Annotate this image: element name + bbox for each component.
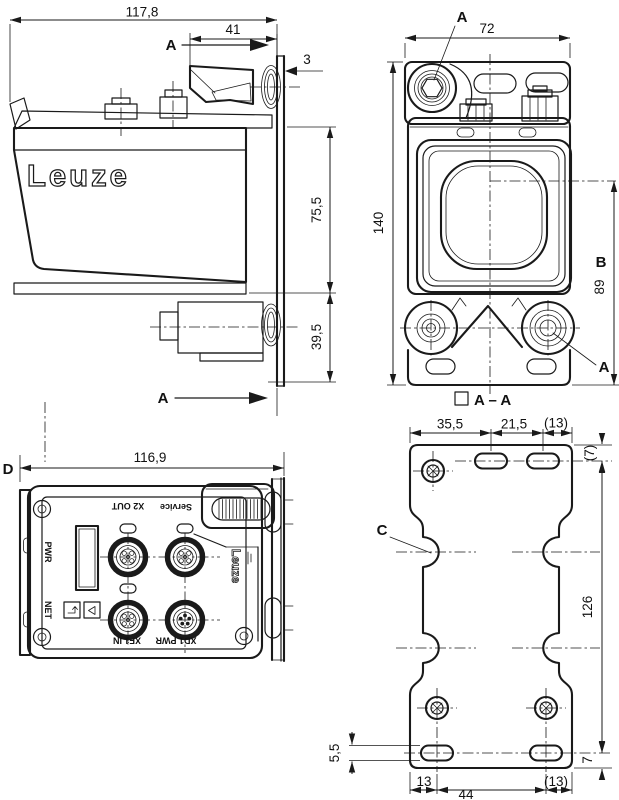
dim-upper-height: 75,5	[249, 126, 336, 294]
label-service: Service	[160, 502, 192, 512]
plate-screw-bottom-right	[526, 688, 566, 772]
dim-label: 89	[592, 279, 607, 294]
label-x2-out: X2 OUT	[111, 501, 144, 511]
dim-width-72: 72	[404, 21, 571, 58]
plate-screw-bottom-left	[417, 688, 457, 772]
dim-label: 13	[416, 774, 431, 789]
brand-logo: Leuze	[27, 158, 130, 193]
dim-total-depth: 117,8	[9, 5, 278, 102]
dim-label: 41	[225, 22, 240, 37]
left-flange	[18, 488, 32, 657]
square-symbol-icon	[454, 391, 469, 406]
dim-label: 5,5	[327, 744, 342, 763]
mounting-plate-edge	[275, 54, 286, 388]
front-body	[406, 116, 573, 296]
enter-arrow-icon	[67, 606, 78, 614]
knurled-grip	[200, 482, 276, 530]
dim-label: (13)	[544, 774, 568, 789]
dim-label: 117,8	[126, 5, 159, 20]
section-arrow-top: A	[166, 34, 278, 60]
knurl-ribs	[218, 499, 262, 519]
dim-label: 7	[580, 756, 595, 764]
ref-label-a: A	[457, 9, 468, 26]
dim-hole-spacing: 126	[580, 461, 606, 753]
dim-label: 140	[371, 212, 386, 235]
dim-lower-height: 39,5	[268, 293, 336, 383]
dim-label: 126	[580, 596, 595, 619]
mounting-plate-view: C 35,5 21,5 (13) (7) 126	[327, 416, 612, 800]
section-arrow-bottom: A	[158, 388, 278, 416]
panel-oval-2	[176, 523, 194, 534]
triangle-left-icon	[88, 606, 96, 615]
front-view: A 72 140	[371, 9, 619, 409]
spring-clamp-2	[264, 597, 282, 639]
dim-axis-89: 89	[572, 181, 619, 386]
panel-oval-1	[119, 523, 137, 534]
side-view: 117,8 41 A 3 Leuze	[9, 5, 336, 416]
label-xf1-in: XF1 IN	[113, 636, 141, 646]
ref-label-d: D	[3, 461, 14, 478]
dim-head-depth: 41	[189, 22, 277, 74]
hex-screw-icon	[421, 78, 443, 98]
label-xd1-pwr: XD1 PWR	[155, 636, 197, 646]
plate-screw-top	[413, 451, 453, 491]
dim-width-1169: 116,9	[19, 450, 285, 482]
select-button	[83, 601, 101, 619]
head-housing-edges	[193, 533, 259, 642]
dim-plate-thickness: 3	[285, 52, 323, 76]
housing-outline	[9, 97, 273, 295]
bracket-v-notch	[450, 297, 527, 349]
ref-label-c: C	[377, 522, 388, 539]
clamp-plate	[264, 476, 294, 663]
corner-screw-1	[32, 499, 52, 519]
rear-body	[18, 484, 264, 660]
dim-top-chain: 35,5 21,5 (13)	[409, 416, 573, 451]
angled-head-connector	[188, 64, 255, 106]
display-window	[74, 524, 100, 592]
rear-view: D 116,9	[3, 402, 294, 663]
dim-label: 44	[458, 787, 474, 800]
dim-label: 21,5	[501, 417, 527, 432]
enter-button	[63, 601, 81, 619]
dim-label: 35,5	[437, 417, 463, 432]
dim-right-offset: (7)	[574, 433, 612, 473]
dim-label: 116,9	[134, 450, 167, 465]
ref-c: C	[377, 522, 432, 554]
dim-label: 39,5	[309, 324, 324, 350]
top-connector-1	[104, 88, 138, 136]
plate-outline	[408, 443, 574, 770]
dim-label: (13)	[544, 416, 568, 431]
label-pwr: PWR	[43, 542, 53, 563]
spring-clamp-1	[264, 491, 282, 533]
corner-screw-3	[234, 626, 254, 646]
bracket-screw-boss	[406, 62, 458, 114]
top-bracket	[403, 60, 572, 126]
dim-label: 75,5	[309, 197, 324, 223]
dim-label: 72	[479, 21, 494, 36]
brand-side-logo: Leuze	[229, 549, 243, 583]
dim-label: (7)	[582, 445, 597, 462]
ref-screw-bottom: A	[552, 332, 610, 376]
ref-label-a: A	[599, 359, 610, 376]
side-knurled-connector	[250, 65, 302, 109]
bottom-plate	[406, 348, 572, 387]
ref-screw-top: A	[433, 9, 468, 81]
dim-slot-width: 5,5	[327, 732, 420, 774]
corner-screw-2	[32, 627, 52, 647]
section-label-a: A	[166, 37, 177, 54]
lens-window	[439, 159, 549, 271]
front-connector-right	[521, 85, 559, 122]
dim-height-140: 140	[371, 61, 406, 386]
ref-label-b: B	[596, 254, 607, 271]
section-caption: A – A	[454, 391, 511, 409]
section-label-a: A	[158, 390, 169, 407]
dim-label: 3	[303, 52, 311, 67]
foot-bracket	[150, 301, 300, 362]
label-net: NET	[43, 601, 53, 620]
dim-bottom-chain: 13 44 (13)	[409, 772, 573, 800]
top-connector-2	[159, 81, 188, 128]
dim-bottom-offset: 7	[574, 741, 612, 780]
section-caption-label: A – A	[474, 392, 511, 409]
